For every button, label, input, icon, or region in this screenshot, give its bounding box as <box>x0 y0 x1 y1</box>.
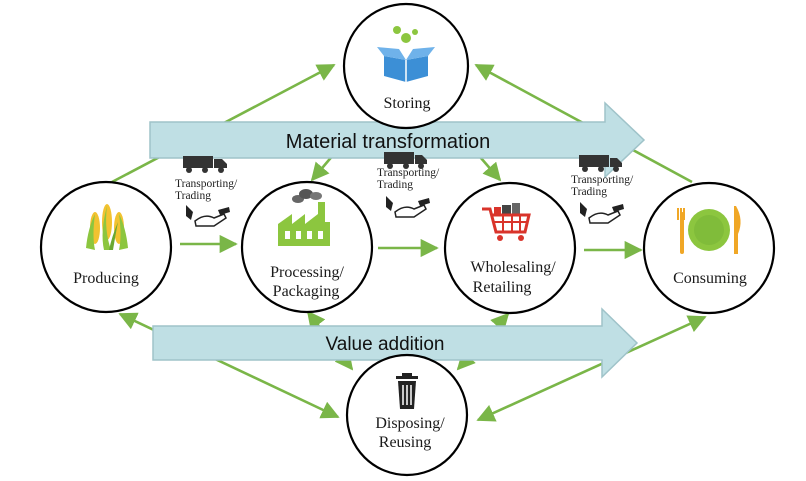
trading-label-1: Trading <box>175 190 211 202</box>
plate-cutlery-icon <box>677 206 741 254</box>
transport-group-1: Transporting/ Trading <box>175 156 238 227</box>
material-transformation-band: Material transformation <box>149 101 646 179</box>
hand-money-icon <box>386 196 430 218</box>
node-disposing: Disposing/ Reusing <box>345 353 469 477</box>
storing-label: Storing <box>383 95 430 112</box>
disposing-label-line1: Disposing/ <box>375 415 445 432</box>
wholesaling-label-line2: Retailing <box>473 279 532 296</box>
trash-can-icon <box>396 373 418 409</box>
shopping-cart-icon <box>482 203 531 241</box>
factory-icon <box>278 189 330 246</box>
node-producing: Producing <box>39 180 173 314</box>
processing-label-line1: Processing/ <box>270 264 344 281</box>
truck-icon <box>183 156 227 173</box>
transport-group-3: Transporting/ Trading <box>571 155 634 224</box>
consuming-label: Consuming <box>673 270 747 287</box>
transporting-label-2: Transporting/ <box>377 167 440 179</box>
trading-label-2: Trading <box>377 179 413 191</box>
arrow-consuming-to-disposing <box>476 315 707 422</box>
material-transformation-label: Material transformation <box>286 131 491 153</box>
hand-money-icon <box>580 202 624 224</box>
corn-icon <box>86 204 128 250</box>
node-processing: Processing/ Packaging <box>240 180 374 314</box>
node-wholesaling: Wholesaling/ Retailing <box>443 181 577 315</box>
value-addition-label: Value addition <box>325 334 444 355</box>
open-box-icon <box>377 26 435 82</box>
node-storing: Storing <box>342 2 470 130</box>
disposing-label-line2: Reusing <box>379 434 431 451</box>
wholesaling-label-line1: Wholesaling/ <box>470 259 556 276</box>
hand-money-icon <box>186 205 230 227</box>
producing-label: Producing <box>73 270 139 287</box>
transporting-label-1: Transporting/ <box>175 178 238 190</box>
value-addition-band: Value addition <box>152 307 639 379</box>
node-consuming: Consuming <box>642 181 776 315</box>
truck-icon <box>579 155 622 172</box>
trading-label-3: Trading <box>571 186 607 198</box>
transport-group-2: Transporting/ Trading <box>377 152 440 218</box>
processing-label-line2: Packaging <box>273 283 340 300</box>
truck-icon <box>384 152 427 169</box>
transporting-label-3: Transporting/ <box>571 174 634 186</box>
